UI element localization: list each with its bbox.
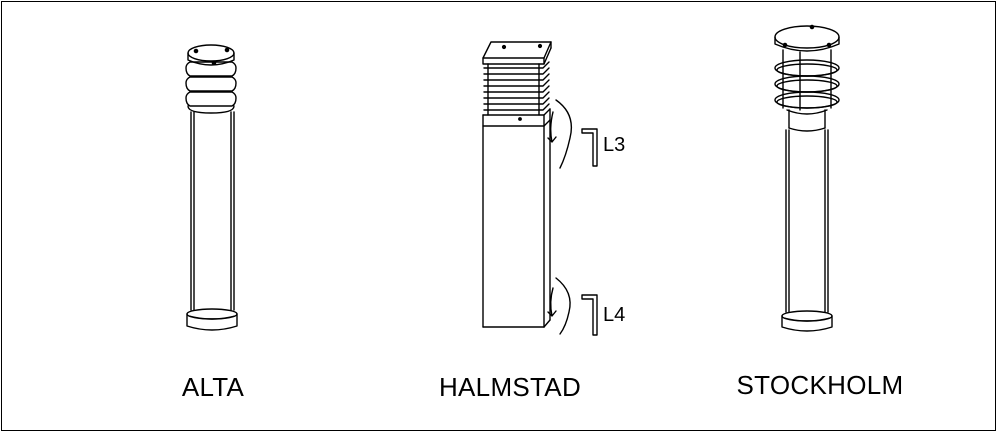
rotate-arrow-icon — [547, 277, 571, 335]
allen-key-label-l4: L4 — [603, 304, 626, 326]
product-name-alta: ALTA — [181, 372, 245, 402]
halmstad-bollard — [482, 41, 598, 336]
product-name-halmstad: HALMSTAD — [438, 372, 582, 402]
allen-key-icon — [581, 128, 598, 167]
alta-bollard — [185, 44, 238, 331]
allen-key-icon — [581, 294, 598, 336]
stockholm-bollard — [774, 24, 840, 332]
rotate-arrow-icon — [547, 99, 573, 169]
allen-key-label-l3: L3 — [603, 134, 626, 156]
product-name-stockholm: STOCKHOLM — [736, 370, 904, 400]
